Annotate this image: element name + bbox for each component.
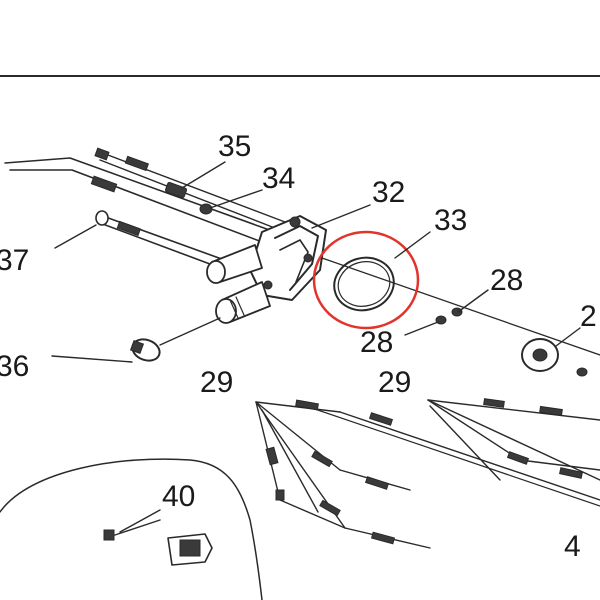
- bolt-37: [95, 210, 231, 271]
- washer-34: [199, 203, 213, 215]
- callout-32: 32: [372, 176, 405, 209]
- wire-harness-29-right: [427, 398, 600, 481]
- callout-34: 34: [262, 162, 295, 195]
- callout-35: 35: [218, 130, 251, 163]
- callout-40: 40: [162, 480, 195, 513]
- callout-37: 37: [0, 244, 29, 277]
- washer-28: [435, 307, 463, 325]
- wire-harness-29-left: [255, 399, 600, 549]
- upper-rod-assembly: [4, 147, 286, 246]
- callout-28-upper: 28: [490, 264, 523, 297]
- gasket-33: [321, 256, 600, 356]
- lower-hose: [0, 458, 263, 600]
- callout-33: 33: [434, 204, 467, 237]
- leader-lines: [51, 161, 581, 533]
- thermostat-housing-32: [206, 215, 327, 324]
- callout-labels: 35 34 32 33 37 28 28 2 36 29 29 40 4: [0, 130, 597, 563]
- callout-29-left: 29: [200, 366, 233, 399]
- hose-clamp-36: [129, 317, 221, 362]
- highlight-circle: [312, 230, 420, 330]
- callout-2: 2: [580, 300, 597, 333]
- spring-35: [164, 181, 188, 199]
- flange-2: [521, 338, 588, 377]
- callout-28-lower: 28: [360, 326, 393, 359]
- callout-29-right: 29: [378, 366, 411, 399]
- callout-4: 4: [564, 530, 581, 563]
- callout-36: 36: [0, 350, 29, 383]
